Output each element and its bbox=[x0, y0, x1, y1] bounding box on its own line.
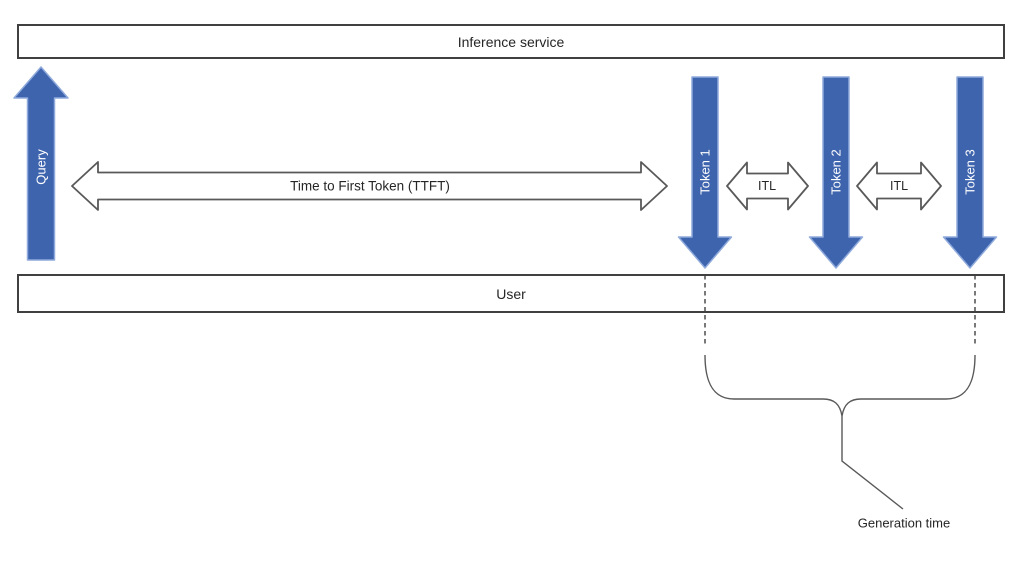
token-3-label: Token 3 bbox=[962, 149, 978, 195]
token-2-arrow bbox=[808, 76, 864, 269]
user-label: User bbox=[496, 286, 526, 302]
token-3-arrow bbox=[942, 76, 998, 269]
generation-pointer-line bbox=[841, 416, 904, 510]
itl-arrow-1 bbox=[726, 161, 809, 211]
ttft-arrow bbox=[71, 161, 668, 211]
token-1-label: Token 1 bbox=[697, 149, 713, 195]
generation-time-label: Generation time bbox=[857, 515, 951, 531]
generation-brace bbox=[704, 354, 976, 417]
inference-service-label: Inference service bbox=[457, 34, 565, 50]
ttft-label: Time to First Token (TTFT) bbox=[290, 178, 450, 194]
itl-label-1: ITL bbox=[757, 179, 777, 193]
inference-service-bar bbox=[17, 24, 1005, 59]
itl-arrow-2 bbox=[856, 161, 942, 211]
query-label: Query bbox=[33, 149, 49, 185]
itl-label-2: ITL bbox=[889, 179, 909, 193]
query-arrow bbox=[13, 66, 69, 261]
user-bar bbox=[17, 274, 1005, 313]
token-1-arrow bbox=[677, 76, 733, 269]
token-2-label: Token 2 bbox=[828, 149, 844, 195]
